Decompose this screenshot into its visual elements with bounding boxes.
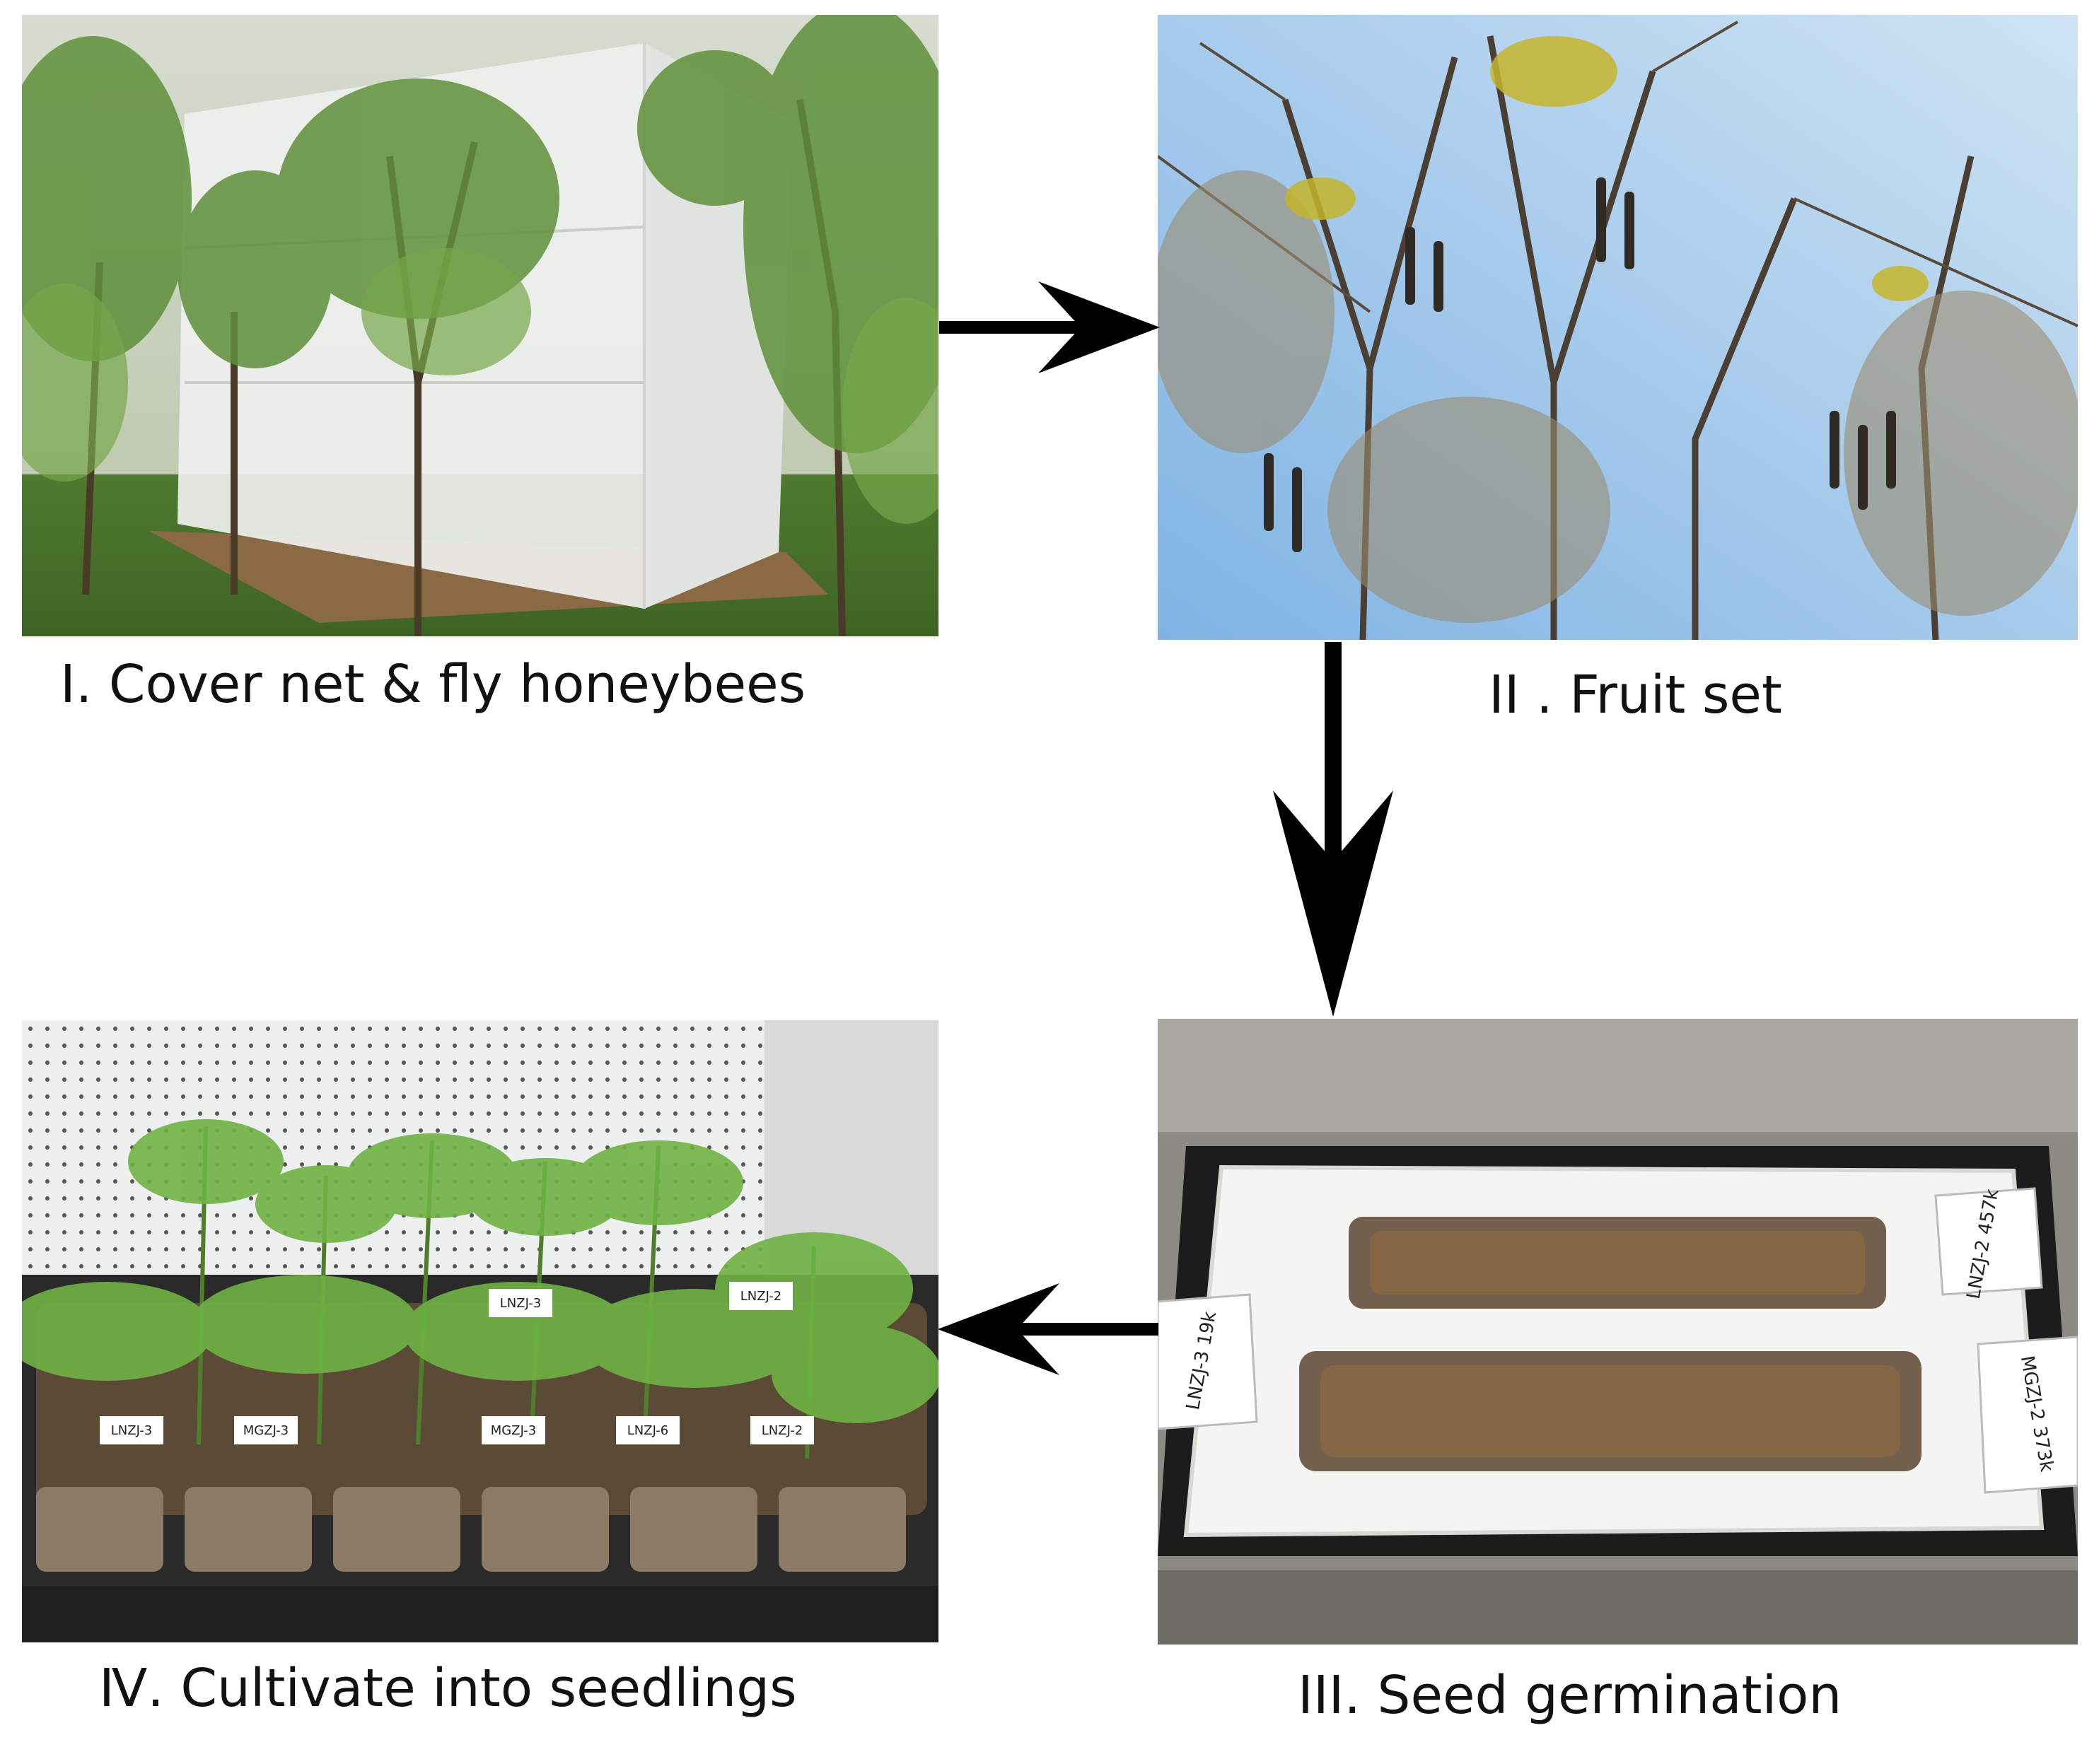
- svg-text:LNZJ-2: LNZJ-2: [762, 1423, 803, 1438]
- step-4-caption: Ⅳ. Cultivate into seedlings: [99, 1658, 797, 1719]
- tray-tag-bottom-right: MGZJ-2 373k: [1977, 1336, 2078, 1494]
- tray-tag-left: LNZJ-3 19k: [1158, 1293, 1258, 1430]
- arrow-left-icon: [938, 1283, 1158, 1375]
- arrow-down-icon: [1273, 642, 1393, 1017]
- svg-text:LNZJ-2: LNZJ-2: [740, 1289, 781, 1304]
- step-3-caption: III. Seed germination: [1298, 1665, 1842, 1726]
- photo-fruit-set: [1158, 15, 2078, 640]
- step-2-caption: II . Fruit set: [1489, 665, 1782, 725]
- svg-text:LNZJ-3: LNZJ-3: [111, 1423, 152, 1438]
- svg-text:LNZJ-6: LNZJ-6: [627, 1423, 668, 1438]
- svg-text:MGZJ-3: MGZJ-3: [491, 1423, 536, 1438]
- photo-seedlings: LNZJ-3 MGZJ-3 MGZJ-3 LNZJ-6 LNZJ-2 LNZJ-…: [22, 1020, 938, 1642]
- svg-text:MGZJ-3: MGZJ-3: [243, 1423, 289, 1438]
- tray-tag-top-right: LNZJ-2 457k: [1934, 1187, 2043, 1301]
- photo-cover-net: [22, 15, 938, 636]
- svg-text:LNZJ-3: LNZJ-3: [500, 1296, 541, 1311]
- photo-seed-germination: LNZJ-2 457k LNZJ-3 19k MGZJ-2 373k: [1158, 1019, 2078, 1645]
- step-1-caption: Ⅰ. Cover net & fly honeybees: [60, 654, 806, 715]
- arrow-right-icon: [939, 281, 1160, 373]
